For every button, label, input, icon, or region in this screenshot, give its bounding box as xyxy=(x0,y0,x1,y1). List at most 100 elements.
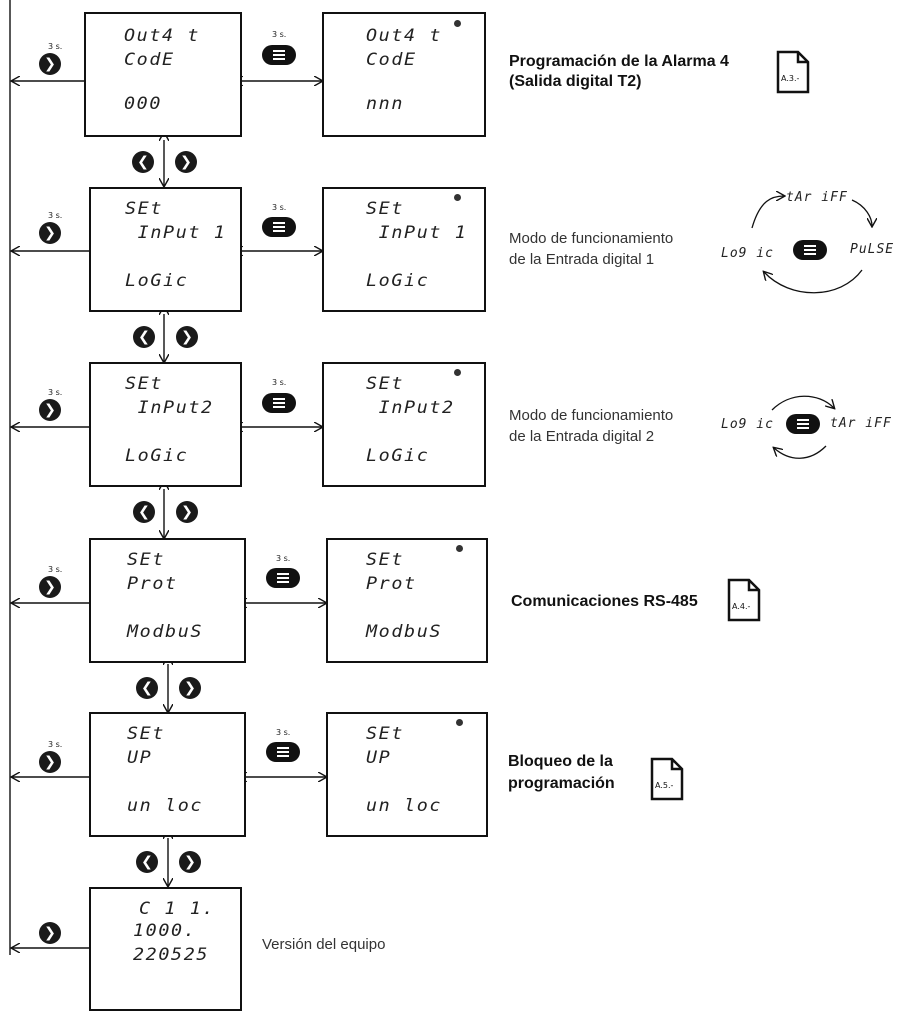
lcd-line-1: SEt xyxy=(366,550,405,570)
lcd-line-2: InPut 1 xyxy=(366,223,468,243)
hold-label: 3 s. xyxy=(276,554,291,563)
lcd-line-2: Prot xyxy=(366,574,417,594)
lcd-set-input1: SEt InPut 1 LoGic xyxy=(89,187,242,312)
alarm4-subtitle: (Salida digital T2) xyxy=(509,73,642,90)
menu-button[interactable] xyxy=(266,568,300,588)
right-arrow-button[interactable]: ❯ xyxy=(39,576,61,598)
left-arrow-button[interactable]: ❮ xyxy=(133,501,155,523)
lock-title-line2: programación xyxy=(508,775,615,792)
lcd-line-1: SEt xyxy=(366,199,405,219)
lcd-set-protocol-edit: SEt Prot ModbuS xyxy=(326,538,488,663)
lock-title-line1: Bloqueo de la xyxy=(508,753,613,770)
lcd-line-1: C 1 1. xyxy=(139,899,216,919)
alarm4-title: Programación de la Alarma 4 xyxy=(509,53,729,70)
lcd-out4-code: Out4 t CodE 000 xyxy=(84,12,242,137)
comms-title: Comunicaciones RS-485 xyxy=(511,593,698,610)
menu-button[interactable] xyxy=(262,217,296,237)
lcd-line-3: ModbuS xyxy=(366,622,443,642)
input1-desc-line2: de la Entrada digital 1 xyxy=(509,251,655,268)
right-arrow-button[interactable]: ❯ xyxy=(175,151,197,173)
right-arrow-button[interactable]: ❯ xyxy=(176,326,198,348)
lcd-line-1: SEt xyxy=(125,374,164,394)
hold-label: 3 s. xyxy=(48,42,63,51)
lcd-line-3: un loc xyxy=(366,796,443,816)
lcd-line-1: SEt xyxy=(127,550,166,570)
right-arrow-button[interactable]: ❯ xyxy=(176,501,198,523)
lcd-version: C 1 1. 1000. 220525 xyxy=(89,887,242,1011)
lcd-line-3: 220525 xyxy=(133,945,210,965)
lcd-line-3: ModbuS xyxy=(127,622,204,642)
hold-label: 3 s. xyxy=(48,740,63,749)
document-icon: A.4.- xyxy=(727,578,761,622)
input2-desc-line2: de la Entrada digital 2 xyxy=(509,428,655,445)
input1-desc-line1: Modo de funcionamiento xyxy=(509,230,674,247)
right-arrow-button[interactable]: ❯ xyxy=(39,751,61,773)
menu-button xyxy=(786,414,820,434)
menu-button xyxy=(793,240,827,260)
lcd-line-2: UP xyxy=(127,748,153,768)
cycle-pulse-label: PuLSE xyxy=(850,242,895,257)
lcd-line-1: SEt xyxy=(125,199,164,219)
lcd-set-protocol: SEt Prot ModbuS xyxy=(89,538,246,663)
hold-label: 3 s. xyxy=(48,211,63,220)
doc-ref-label: A.4.- xyxy=(732,602,751,611)
menu-button[interactable] xyxy=(262,393,296,413)
edit-indicator-dot xyxy=(456,719,463,726)
lcd-line-3: un loc xyxy=(127,796,204,816)
lcd-line-3: LoGic xyxy=(366,271,430,291)
menu-button[interactable] xyxy=(262,45,296,65)
lcd-line-1: SEt xyxy=(366,724,405,744)
lcd-line-2: InPut 1 xyxy=(125,223,227,243)
lcd-line-2: InPut2 xyxy=(125,398,214,418)
cycle-logic-label: Lo9 ic xyxy=(721,246,774,261)
left-arrow-button[interactable]: ❮ xyxy=(133,326,155,348)
right-arrow-button[interactable]: ❯ xyxy=(39,53,61,75)
lcd-line-1: Out4 t xyxy=(124,26,201,46)
lcd-out4-code-edit: Out4 t CodE nnn xyxy=(322,12,486,137)
hold-label: 3 s. xyxy=(272,203,287,212)
lcd-line-3: nnn xyxy=(366,94,405,114)
document-icon: A.5.- xyxy=(650,757,684,801)
hold-label: 3 s. xyxy=(276,728,291,737)
cycle-logic-label: Lo9 ic xyxy=(721,417,774,432)
right-arrow-button[interactable]: ❯ xyxy=(179,851,201,873)
left-arrow-button[interactable]: ❮ xyxy=(132,151,154,173)
edit-indicator-dot xyxy=(454,369,461,376)
lcd-line-2: UP xyxy=(366,748,392,768)
lcd-set-input2: SEt InPut2 LoGic xyxy=(89,362,242,487)
right-arrow-button[interactable]: ❯ xyxy=(39,222,61,244)
edit-indicator-dot xyxy=(454,20,461,27)
lcd-set-lock-edit: SEt UP un loc xyxy=(326,712,488,837)
hold-label: 3 s. xyxy=(272,378,287,387)
doc-ref-label: A.3.- xyxy=(781,74,800,83)
right-arrow-button[interactable]: ❯ xyxy=(179,677,201,699)
lcd-line-1: SEt xyxy=(127,724,166,744)
lcd-line-1: Out4 t xyxy=(366,26,443,46)
edit-indicator-dot xyxy=(454,194,461,201)
menu-button[interactable] xyxy=(266,742,300,762)
lcd-line-1: SEt xyxy=(366,374,405,394)
edit-indicator-dot xyxy=(456,545,463,552)
lcd-set-input2-edit: SEt InPut2 LoGic xyxy=(322,362,486,487)
doc-ref-label: A.5.- xyxy=(655,781,674,790)
lcd-set-lock: SEt UP un loc xyxy=(89,712,246,837)
lcd-line-2: CodE xyxy=(366,50,417,70)
lcd-line-2: CodE xyxy=(124,50,175,70)
right-arrow-button[interactable]: ❯ xyxy=(39,922,61,944)
lcd-set-input1-edit: SEt InPut 1 LoGic xyxy=(322,187,486,312)
lcd-line-2: Prot xyxy=(127,574,178,594)
left-arrow-button[interactable]: ❮ xyxy=(136,677,158,699)
lcd-line-3: LoGic xyxy=(125,271,189,291)
lcd-line-2: InPut2 xyxy=(366,398,455,418)
left-arrow-button[interactable]: ❮ xyxy=(136,851,158,873)
right-arrow-button[interactable]: ❯ xyxy=(39,399,61,421)
hold-label: 3 s. xyxy=(48,565,63,574)
lcd-line-3: LoGic xyxy=(125,446,189,466)
cycle-tariff-label: tAr iFF xyxy=(786,190,848,205)
lcd-line-3: LoGic xyxy=(366,446,430,466)
lcd-line-2: 1000. xyxy=(133,921,197,941)
hold-label: 3 s. xyxy=(272,30,287,39)
hold-label: 3 s. xyxy=(48,388,63,397)
